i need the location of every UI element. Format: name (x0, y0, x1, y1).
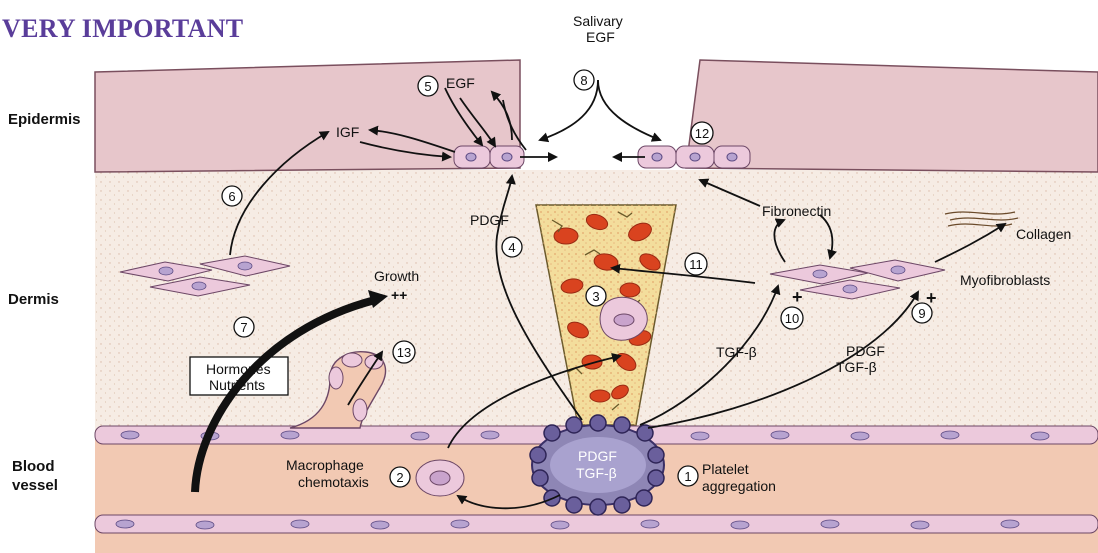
plus-10: + (792, 287, 803, 307)
macrophage-in-wound (600, 297, 647, 340)
hormones-label: Hormones (206, 361, 271, 377)
step-2: 2 (396, 470, 403, 485)
step-10: 10 (785, 311, 799, 326)
step-11: 11 (689, 257, 703, 272)
platelet-label: Platelet (702, 461, 749, 477)
label-dermis: Dermis (8, 291, 59, 308)
step-9: 9 (918, 306, 925, 321)
pdgf-tgf-label-2: TGF-β (836, 359, 877, 375)
collagen-label: Collagen (1016, 226, 1071, 242)
macrophage-cell (416, 460, 464, 496)
pdgf-label: PDGF (470, 212, 509, 228)
label-vessel: vessel (12, 477, 58, 494)
label-blood: Blood (12, 458, 55, 475)
step-7: 7 (240, 320, 247, 335)
step-3: 3 (592, 289, 599, 304)
chemotaxis-label: chemotaxis (298, 474, 369, 490)
clot-tgf-label: TGF-β (576, 465, 617, 481)
growth-label: Growth (374, 268, 419, 284)
basal-cells-left (454, 146, 524, 168)
growth-plus-label: ++ (391, 287, 407, 303)
aggregation-label: aggregation (702, 478, 776, 494)
salivary-egf-label: EGF (586, 29, 615, 45)
salivary-label: Salivary (573, 13, 623, 29)
step-13: 13 (397, 345, 411, 360)
label-epidermis: Epidermis (8, 111, 81, 128)
nutrients-label: Nutrients (209, 377, 265, 393)
step-8: 8 (580, 73, 587, 88)
step-6: 6 (228, 189, 235, 204)
myofibroblasts-label: Myofibroblasts (960, 272, 1050, 288)
pdgf-tgf-label-1: PDGF (846, 343, 885, 359)
egf-label: EGF (446, 75, 475, 91)
fibronectin-label: Fibronectin (762, 203, 831, 219)
basal-cells-right (638, 146, 750, 168)
step-12: 12 (695, 126, 709, 141)
step-1: 1 (684, 469, 691, 484)
igf-label: IGF (336, 124, 359, 140)
step-4: 4 (508, 240, 515, 255)
step-5: 5 (424, 79, 431, 94)
tgf-beta-label: TGF-β (716, 344, 757, 360)
macrophage-label: Macrophage (286, 457, 364, 473)
clot-pdgf-label: PDGF (578, 448, 617, 464)
